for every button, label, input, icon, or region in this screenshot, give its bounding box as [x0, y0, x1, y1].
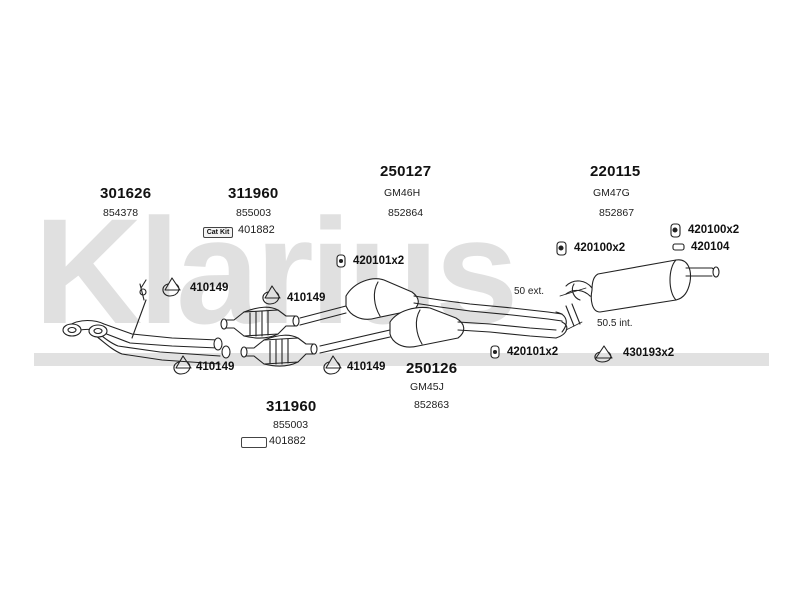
cat-kit-badge: Cat Kit	[203, 227, 233, 238]
middle-silencer-lower-drawing	[319, 306, 568, 354]
note-50-ext: 50 ext.	[514, 286, 545, 297]
label-410149-a: 410149	[190, 282, 229, 294]
fitting-icon-clamp-410149-c	[173, 355, 192, 375]
cat-kit-code: 401882	[238, 224, 275, 236]
label-420101x2-top: 420101x2	[353, 255, 405, 267]
ref-gm45j: GM45J	[410, 381, 444, 393]
ref-854378: 854378	[103, 207, 139, 219]
fitting-icon-clamp-410149-a	[162, 277, 181, 297]
ref-852863: 852863	[414, 399, 450, 411]
middle-silencer-upper-drawing	[299, 278, 563, 326]
rear-silencer-drawing	[565, 259, 720, 313]
fitting-icon-hanger-420100-mid	[556, 241, 567, 256]
catalytic-converter-upper-drawing	[220, 306, 300, 339]
label-420100x2-mid: 420100x2	[574, 242, 626, 254]
joint-marks	[559, 287, 587, 331]
part-number-250127: 250127	[380, 163, 432, 180]
ref-gm47g: GM47G	[593, 187, 630, 199]
ref-855003-lower: 855003	[273, 419, 309, 431]
label-410149-c: 410149	[196, 361, 235, 373]
label-410149-d: 410149	[347, 361, 386, 373]
fitting-icon-clamp-410149-d	[323, 355, 342, 375]
part-number-311960-lower: 311960	[266, 398, 317, 415]
front-downpipe-drawing	[62, 279, 231, 365]
fitting-icon-hanger-420101-bottom	[490, 345, 500, 359]
fitting-icon-clamp-410149-b	[262, 285, 281, 305]
ref-gm46h: GM46H	[384, 187, 421, 199]
ref-852867: 852867	[599, 207, 635, 219]
cat-kit-code-lower-clipped: 401882	[241, 435, 306, 448]
part-number-220115: 220115	[590, 163, 641, 180]
label-420100x2-right: 420100x2	[688, 224, 740, 236]
ref-852864: 852864	[388, 207, 424, 219]
fitting-icon-clamp-430193	[594, 345, 613, 363]
fitting-icon-bracket-420104	[672, 243, 685, 251]
catalytic-converter-lower-drawing	[240, 334, 318, 367]
label-430193x2: 430193x2	[623, 347, 675, 359]
fitting-icon-hanger-420100-right	[670, 223, 681, 238]
part-number-301626: 301626	[100, 185, 152, 202]
label-420104: 420104	[691, 241, 730, 253]
label-410149-b: 410149	[287, 292, 326, 304]
fitting-icon-hanger-420101-top	[336, 254, 346, 268]
note-50-5-int: 50.5 int.	[597, 318, 633, 329]
ref-855003-upper: 855003	[236, 207, 272, 219]
label-420101x2-bottom: 420101x2	[507, 346, 559, 358]
part-number-250126: 250126	[406, 360, 458, 377]
part-number-311960-upper: 311960	[228, 185, 279, 202]
